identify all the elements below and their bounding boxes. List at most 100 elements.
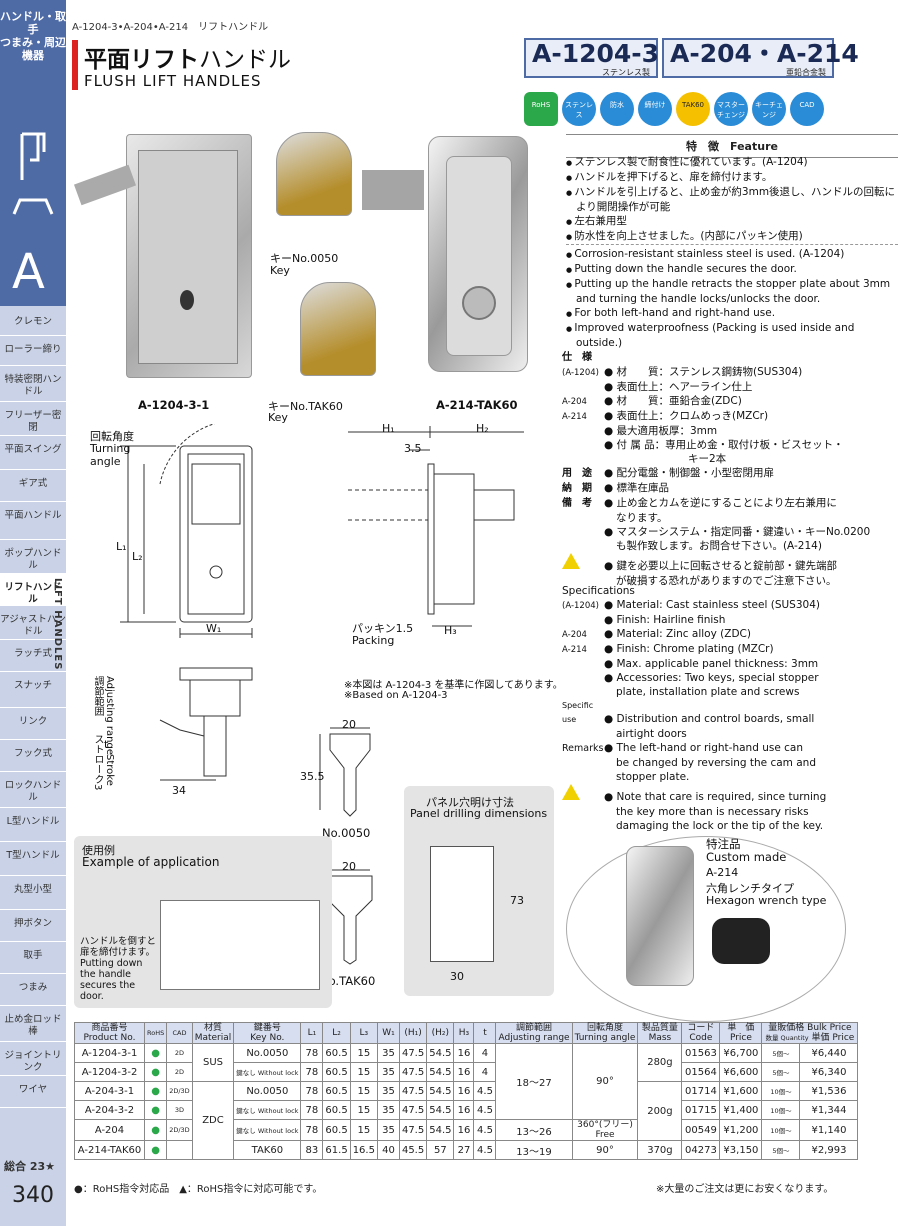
sidebar-item[interactable]: 止め金ロッド棒 [0,1006,66,1042]
rohs-icon: RoHS [524,92,558,126]
example-desc: ハンドルを倒すと 扉を締付けます。 Putting down the handl… [80,936,157,1002]
sidebar-letter: A [12,244,45,300]
hex-wrench-icon [712,918,770,964]
key1-name: No.0050 [322,826,371,840]
sidebar-item[interactable]: 取手 [0,942,66,974]
rohs-mark: ● [143,1081,168,1101]
feature-en-1: Corrosion-resistant stainless steel is u… [566,247,900,262]
drawing-note-jp: ※本図は A-1204-3 を基準に作図してあります。 [344,680,563,691]
sidebar-item[interactable]: 特装密閉ハンドル [0,366,66,402]
sidebar-item[interactable]: フック式 [0,740,66,772]
packing-jp: パッキン1.5 [352,622,414,635]
sidebar-item[interactable]: ローラー締り [0,336,66,366]
sidebar-item[interactable]: T型ハンドル [0,842,66,876]
key1-height: 35.5 [300,770,325,783]
product-photo-a1204-face [138,150,238,364]
dim-t: t [104,738,109,751]
feature-list-jp: ステンレス製で耐食性に優れています。(A-1204) ハンドルを押下げると、扉を… [566,155,900,244]
example-jp: 使用例 [82,844,115,857]
dim-h2: H₂ [476,422,489,435]
sidebar-item[interactable]: リフトハンドル [0,574,66,606]
sidebar: ハンドル・取手 つまみ・周辺機器 A クレモンローラー締り特装密閉ハンドルフリー… [0,0,66,1226]
feature-en-2: Putting down the handle secures the door… [566,262,900,277]
rohs-mark: ● [143,1119,168,1141]
tak60-icon: TAK60 [676,92,710,126]
title-accent [72,40,78,90]
feature-en-4: For both left-hand and right-hand use. [566,306,900,321]
panel-drilling-en: Panel drilling dimensions [410,807,548,820]
handle-icon [20,132,46,180]
custom-jp: 特注品 [706,837,741,851]
turning-angle-en1: Turning [90,442,131,455]
front-view-drawing [120,424,253,638]
footer-legend: ●：RoHS指令対応品 ▲：RoHS指令に対応可能です。 [74,1184,323,1195]
key2-name: No.TAK60 [320,974,376,988]
dim-3-5: 3.5 [404,442,422,455]
sidebar-header: ハンドル・取手 つまみ・周辺機器 A [0,0,66,306]
feature-divider [566,244,898,245]
waterproof-icon: 防水 [600,92,634,126]
custom-type-en: Hexagon wrench type [706,894,827,907]
sidebar-item[interactable]: ラッチ式 [0,640,66,672]
sidebar-vertical-label: LIFT HANDLES [52,578,63,671]
page-number: 340 [12,1183,54,1208]
sidebar-item[interactable]: アジャストハンドル [0,606,66,640]
key-change-icon: キーチェンジ [752,92,786,126]
sidebar-item[interactable]: つまみ [0,974,66,1006]
sidebar-item[interactable]: ワイヤ [0,1076,66,1108]
sidebar-item[interactable]: ジョイントリンク [0,1042,66,1076]
dim-34: 34 [172,784,186,797]
sidebar-item[interactable]: 平面ハンドル [0,502,66,540]
feature-jp-4: 左右兼用型 [566,214,900,229]
cad-icon: CAD [790,92,824,126]
sidebar-item[interactable]: L型ハンドル [0,808,66,842]
keyhole-icon [180,290,194,310]
photo-caption-a214: A-214-TAK60 [436,398,518,412]
stroke-en: Stroke [104,754,115,786]
product-photo-a214-cam [362,170,424,210]
code-box-a1204: A-1204-3 ステンレス製 [524,38,659,78]
sidebar-item[interactable]: リンク [0,708,66,740]
side-view-drawing [348,426,524,627]
footer-note: ※大量のご注文は更にお安くなります。 [656,1184,834,1195]
sidebar-item[interactable]: ギア式 [0,470,66,502]
sidebar-item[interactable]: 平面スイング [0,436,66,470]
custom-en: Custom made [706,850,787,864]
sidebar-item[interactable]: フリーザー密閉 [0,402,66,436]
lock-cylinder-icon [462,286,496,320]
panel-drilling-jp: パネル穴明け寸法 [426,796,514,809]
key-drawing-0050 [319,727,371,817]
panel-width: 30 [450,970,464,983]
feature-en-5: Improved waterproofness (Packing is used… [566,321,900,350]
sidebar-item[interactable]: ポップハンドル [0,540,66,574]
key2-width: 20 [342,860,356,873]
dim-h1: H₁ [382,422,395,435]
adjusting-range-jp: 調節範囲 [92,676,103,716]
feature-jp-1: ステンレス製で耐食性に優れています。(A-1204) [566,155,900,170]
sidebar-item[interactable]: クレモン [0,308,66,336]
feature-list-en: Corrosion-resistant stainless steel is u… [566,247,900,350]
turning-angle-jp: 回転角度 [90,430,134,443]
rohs-mark: ● [143,1043,168,1063]
sidebar-item[interactable]: スナッチ [0,672,66,708]
feature-en-3: Putting up the handle retracts the stopp… [566,277,900,306]
bottom-view-drawing [159,667,253,781]
sidebar-item[interactable]: 押ボタン [0,910,66,942]
spec-en: Specifications (A-1204)● Material: Cast … [562,585,827,832]
example-en: Example of application [82,855,220,869]
page-total: 総合 23★ [4,1160,55,1173]
key-caption-0050: キーNo.0050 [270,252,339,265]
dim-h3: H₃ [444,624,457,637]
feature-jp-2: ハンドルを押下げると、扉を締付けます。 [566,170,900,185]
feature-jp-5: 防水性を向上させました。(内部にパッキン使用) [566,229,900,244]
tightening-icon: 締付け [638,92,672,126]
sidebar-item[interactable]: ロックハンドル [0,772,66,808]
sidebar-item[interactable]: 丸型小型 [0,876,66,910]
spec-jp: 仕 様 (A-1204)● 材 質：ステンレス鋼鋳物(SUS304) ● 表面仕… [562,352,871,587]
adjusting-range-en: Adjusting range [104,676,115,755]
